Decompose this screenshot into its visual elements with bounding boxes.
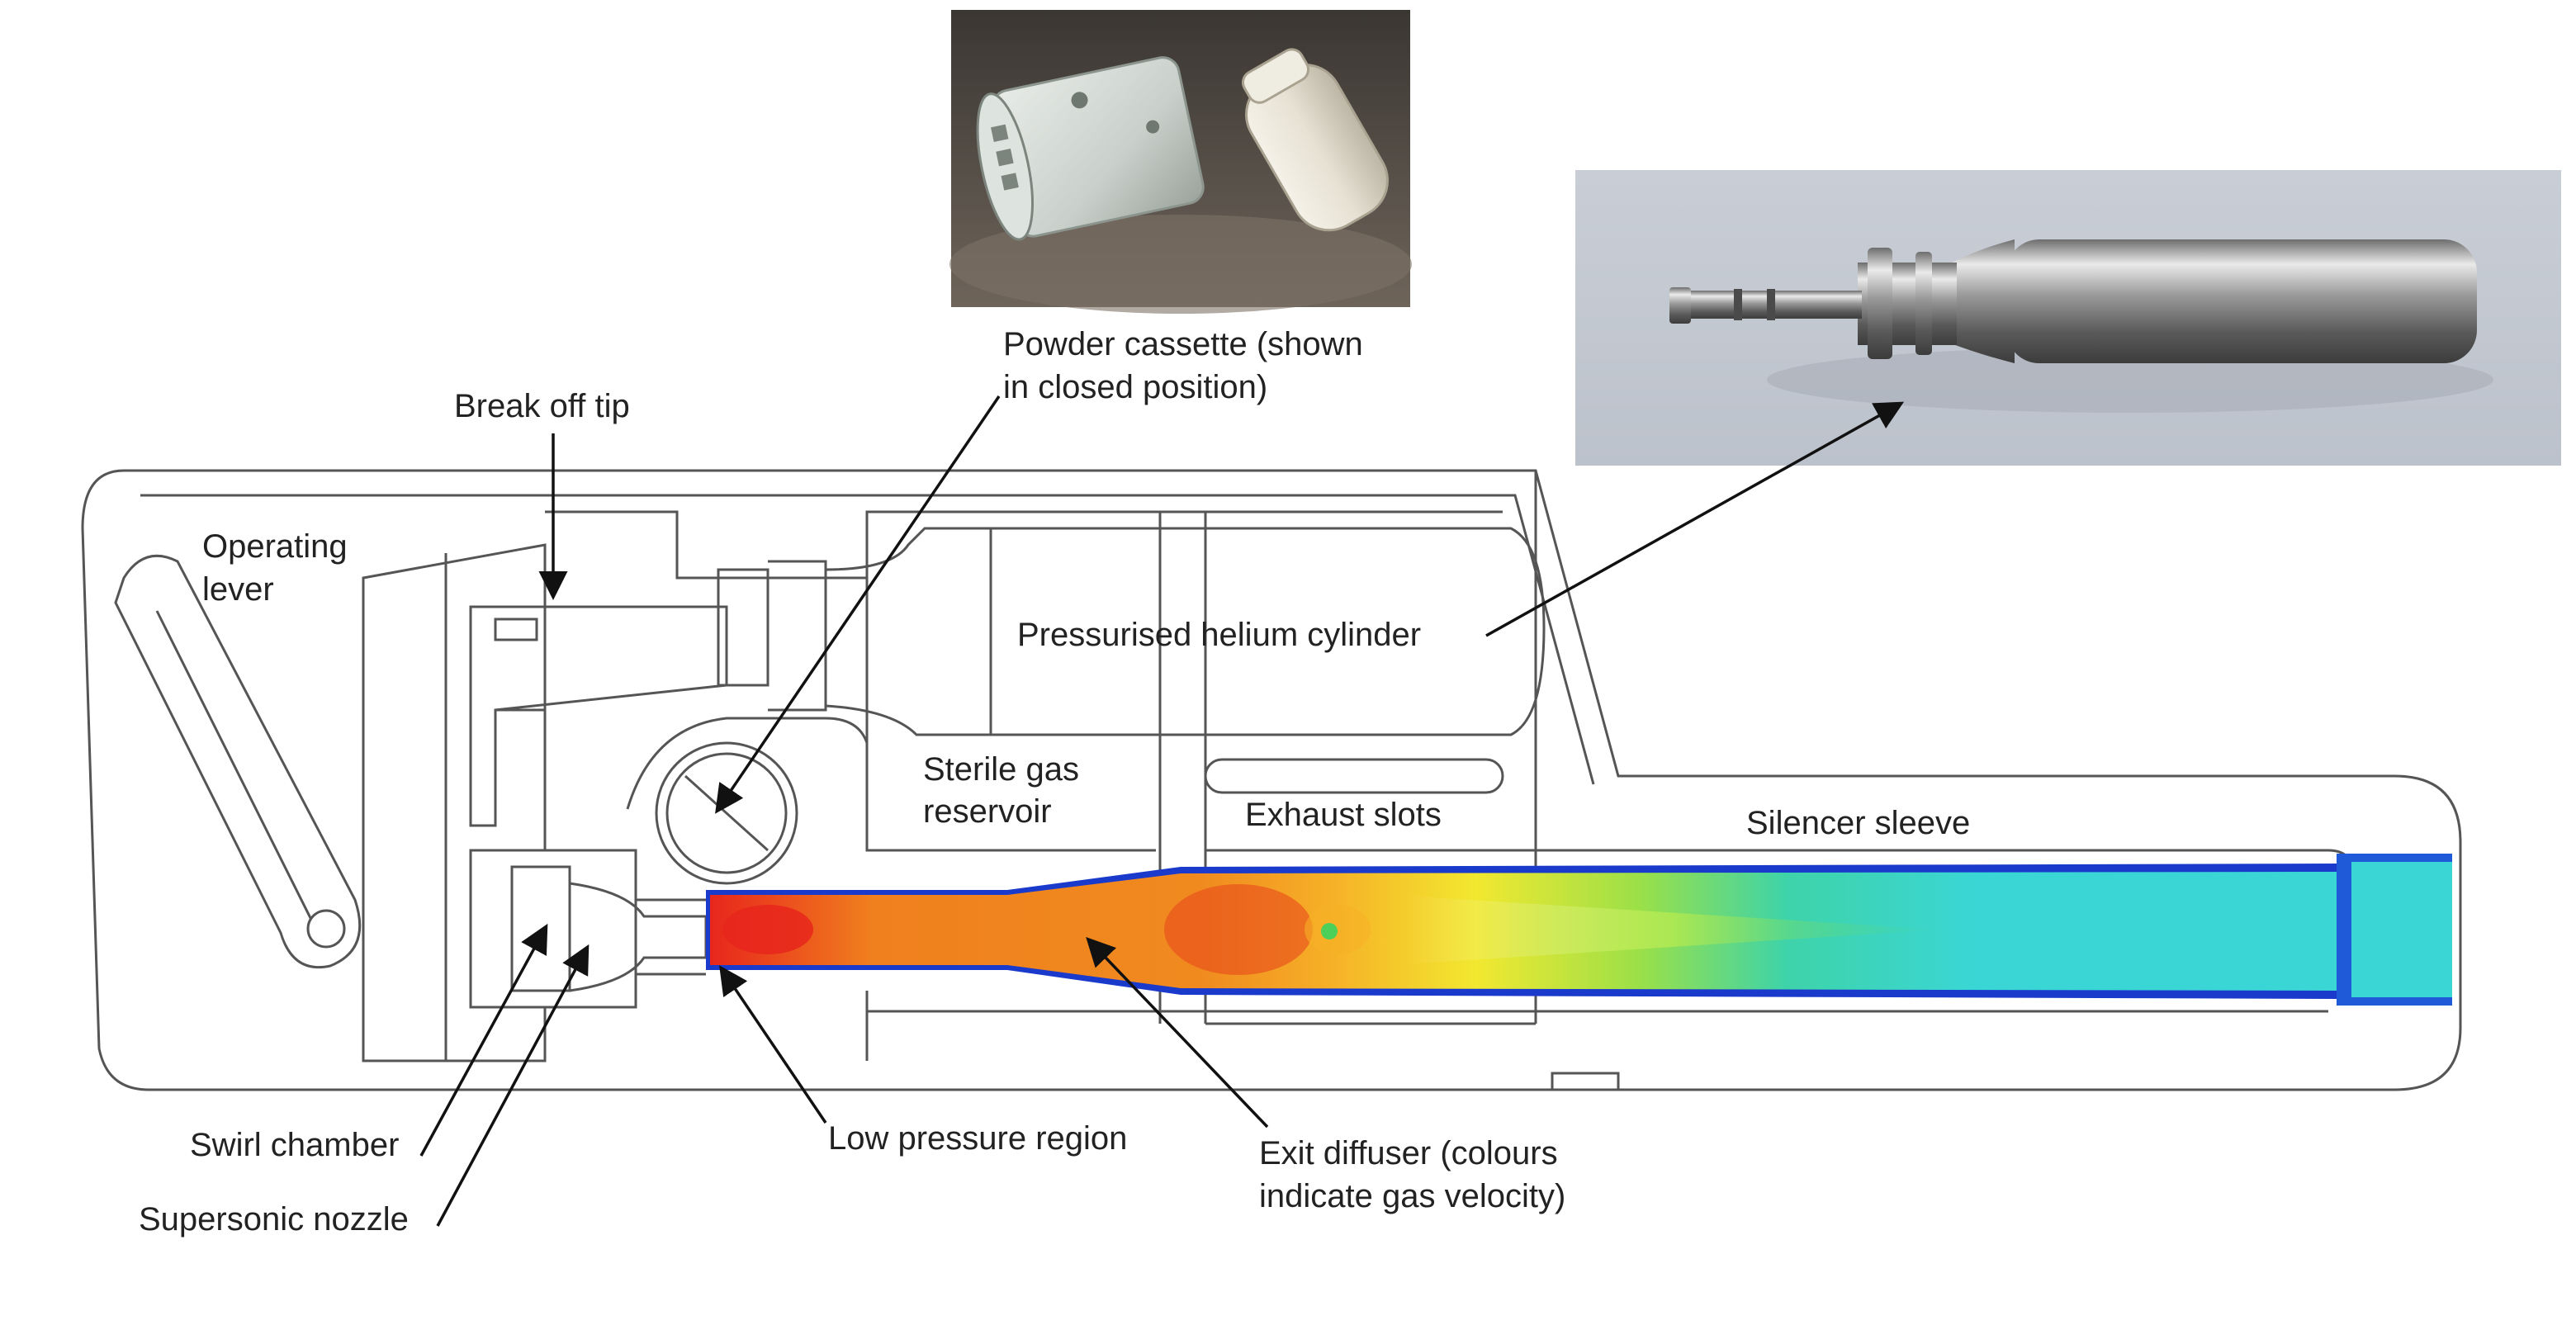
gas-velocity-field	[706, 854, 2452, 1006]
powder-cassette-label-2: in closed position)	[1003, 369, 1267, 405]
nozzle-block	[469, 849, 708, 1009]
low-pressure-label: Low pressure region	[828, 1120, 1127, 1157]
swirl-chamber-label: Swirl chamber	[190, 1127, 399, 1163]
exit-diffuser-label-1: Exit diffuser (colours	[1259, 1135, 1558, 1171]
operating-lever-label-2: lever	[202, 571, 274, 608]
powder-cassette-label-1: Powder cassette (shown	[1003, 326, 1363, 362]
powder-cassette-arrow	[715, 395, 1001, 814]
supersonic-nozzle-arrow	[436, 944, 590, 1227]
low-pressure-arrow	[719, 965, 827, 1124]
exit-diffuser-arrow	[1086, 936, 1269, 1129]
silencer-sleeve-label: Silencer sleeve	[1746, 805, 1970, 841]
supersonic-nozzle-label: Supersonic nozzle	[139, 1201, 409, 1238]
exhaust-slots-label: Exhaust slots	[1245, 797, 1442, 833]
sterile-gas-label-1: Sterile gas	[923, 751, 1079, 788]
powder-cassette-housing	[626, 717, 869, 885]
powder-cassette-photo	[949, 10, 1412, 314]
helium-cylinder-arrow	[1485, 401, 1905, 637]
sterile-gas-label-2: reservoir	[923, 793, 1052, 830]
swirl-chamber-arrow	[419, 923, 548, 1157]
operating-lever	[114, 554, 362, 969]
helium-cylinder-label: Pressurised helium cylinder	[1017, 617, 1421, 653]
break-off-tip-label: Break off tip	[454, 388, 630, 424]
operating-lever-label-1: Operating	[202, 528, 348, 565]
exit-diffuser-label-2: indicate gas velocity)	[1259, 1178, 1565, 1214]
leader-lines	[419, 395, 1905, 1227]
helium-cylinder-photo	[1575, 170, 2561, 466]
